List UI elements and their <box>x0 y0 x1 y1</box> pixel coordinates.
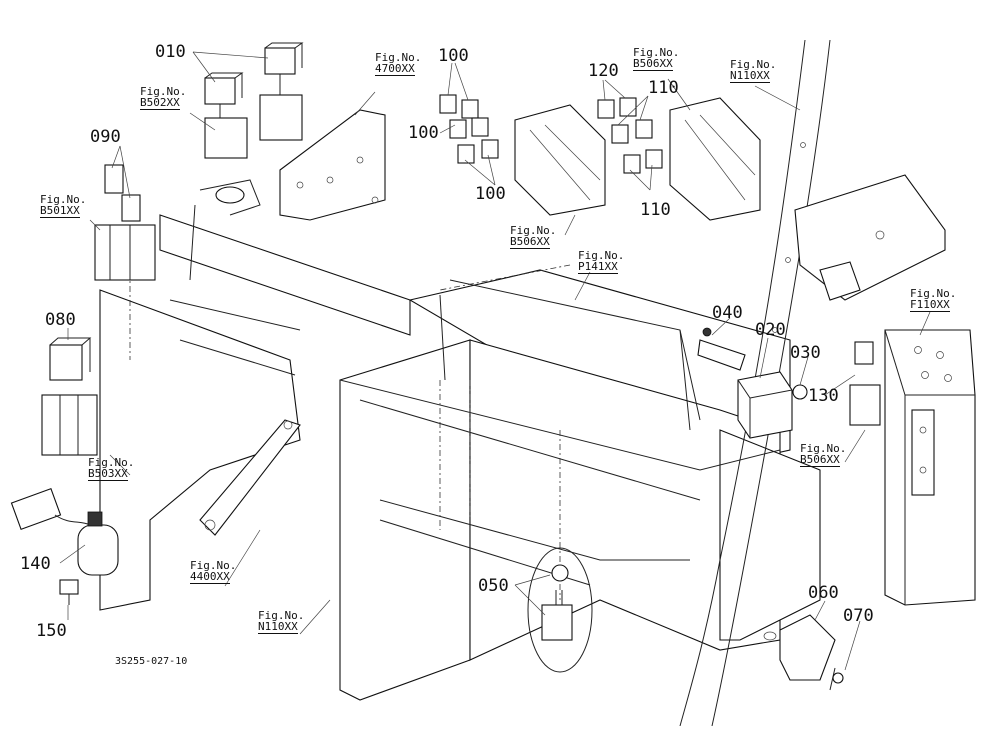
figref-number: B506XX <box>633 57 673 71</box>
relay-bracket-right <box>794 174 946 301</box>
bracket-040 <box>697 327 746 371</box>
bracket-4700 <box>279 109 386 221</box>
figref-number: B501XX <box>40 204 80 218</box>
figref-prefix: Fig.No. <box>140 85 187 98</box>
bolt-030 <box>792 384 808 400</box>
switch-050 <box>527 547 593 673</box>
relay-080 <box>41 337 98 456</box>
chassis-frame <box>99 179 821 701</box>
callout-050: 050 <box>478 576 509 596</box>
callout-110-top: 110 <box>648 78 679 98</box>
callout-100-left: 100 <box>408 123 439 143</box>
figref-number: P141XX <box>578 260 618 274</box>
relay-090 <box>94 164 156 281</box>
callout-120: 120 <box>588 61 619 81</box>
figref-number: F110XX <box>910 298 950 312</box>
figref-number: 4400XX <box>190 570 230 584</box>
unit-020 <box>737 371 793 439</box>
callout-110-bottom: 110 <box>640 200 671 220</box>
drawing-code: 3S255-027-10 <box>115 656 188 667</box>
figref-prefix: Fig.No. <box>510 224 557 237</box>
figref-b506xx-mid: Fig.No. B506XX <box>510 225 556 249</box>
figref-prefix: Fig.No. <box>730 58 777 71</box>
figref-prefix: Fig.No. <box>258 609 305 622</box>
callout-140: 140 <box>20 554 51 574</box>
figref-n110xx-top: Fig.No. N110XX <box>730 59 776 83</box>
figref-number: B506XX <box>800 453 840 467</box>
figref-b501xx: Fig.No. B501XX <box>40 194 86 218</box>
callout-080: 080 <box>45 310 76 330</box>
callout-010: 010 <box>155 42 186 62</box>
relay-010 <box>204 42 304 159</box>
figref-prefix: Fig.No. <box>190 559 237 572</box>
figref-prefix: Fig.No. <box>88 456 135 469</box>
figref-number: B502XX <box>140 96 180 110</box>
figref-number: N110XX <box>258 620 298 634</box>
figref-prefix: Fig.No. <box>375 51 422 64</box>
callout-070: 070 <box>843 606 874 626</box>
relay-group-100 <box>439 94 606 216</box>
lever-4400 <box>199 419 301 536</box>
callout-030: 030 <box>790 343 821 363</box>
figref-prefix: Fig.No. <box>800 442 847 455</box>
leader-lines <box>59 51 931 671</box>
figref-number: N110XX <box>730 69 770 83</box>
figref-number: B503XX <box>88 467 128 481</box>
figref-prefix: Fig.No. <box>633 46 680 59</box>
bolt-150 <box>59 579 79 605</box>
solenoid-140 <box>10 487 119 576</box>
bracket-060 <box>763 614 836 681</box>
bolt-070 <box>829 667 844 691</box>
figref-number: B506XX <box>510 235 550 249</box>
callout-020: 020 <box>755 320 786 340</box>
figref-b503xx: Fig.No. B503XX <box>88 457 134 481</box>
side-panel-f110 <box>884 329 976 606</box>
figref-b506xx-top: Fig.No. B506XX <box>633 47 679 71</box>
callout-150: 150 <box>36 621 67 641</box>
callout-130: 130 <box>808 386 839 406</box>
figref-b502xx: Fig.No. B502XX <box>140 86 186 110</box>
figref-prefix: Fig.No. <box>40 193 87 206</box>
callout-060: 060 <box>808 583 839 603</box>
figref-4700xx: Fig.No. 4700XX <box>375 52 421 76</box>
figref-4400xx: Fig.No. 4400XX <box>190 560 236 584</box>
figref-b506xx-right: Fig.No. B506XX <box>800 443 846 467</box>
callout-090: 090 <box>90 127 121 147</box>
figref-prefix: Fig.No. <box>578 249 625 262</box>
figref-p141xx: Fig.No. P141XX <box>578 250 624 274</box>
relay-130 <box>849 341 881 426</box>
figref-f110xx: Fig.No. F110XX <box>910 288 956 312</box>
relay-group-110 <box>597 97 761 221</box>
callout-040: 040 <box>712 303 743 323</box>
figref-prefix: Fig.No. <box>910 287 957 300</box>
figref-number: 4700XX <box>375 62 415 76</box>
callout-100-top: 100 <box>438 46 469 66</box>
callout-100-bottom: 100 <box>475 184 506 204</box>
figref-n110xx-bottom: Fig.No. N110XX <box>258 610 304 634</box>
